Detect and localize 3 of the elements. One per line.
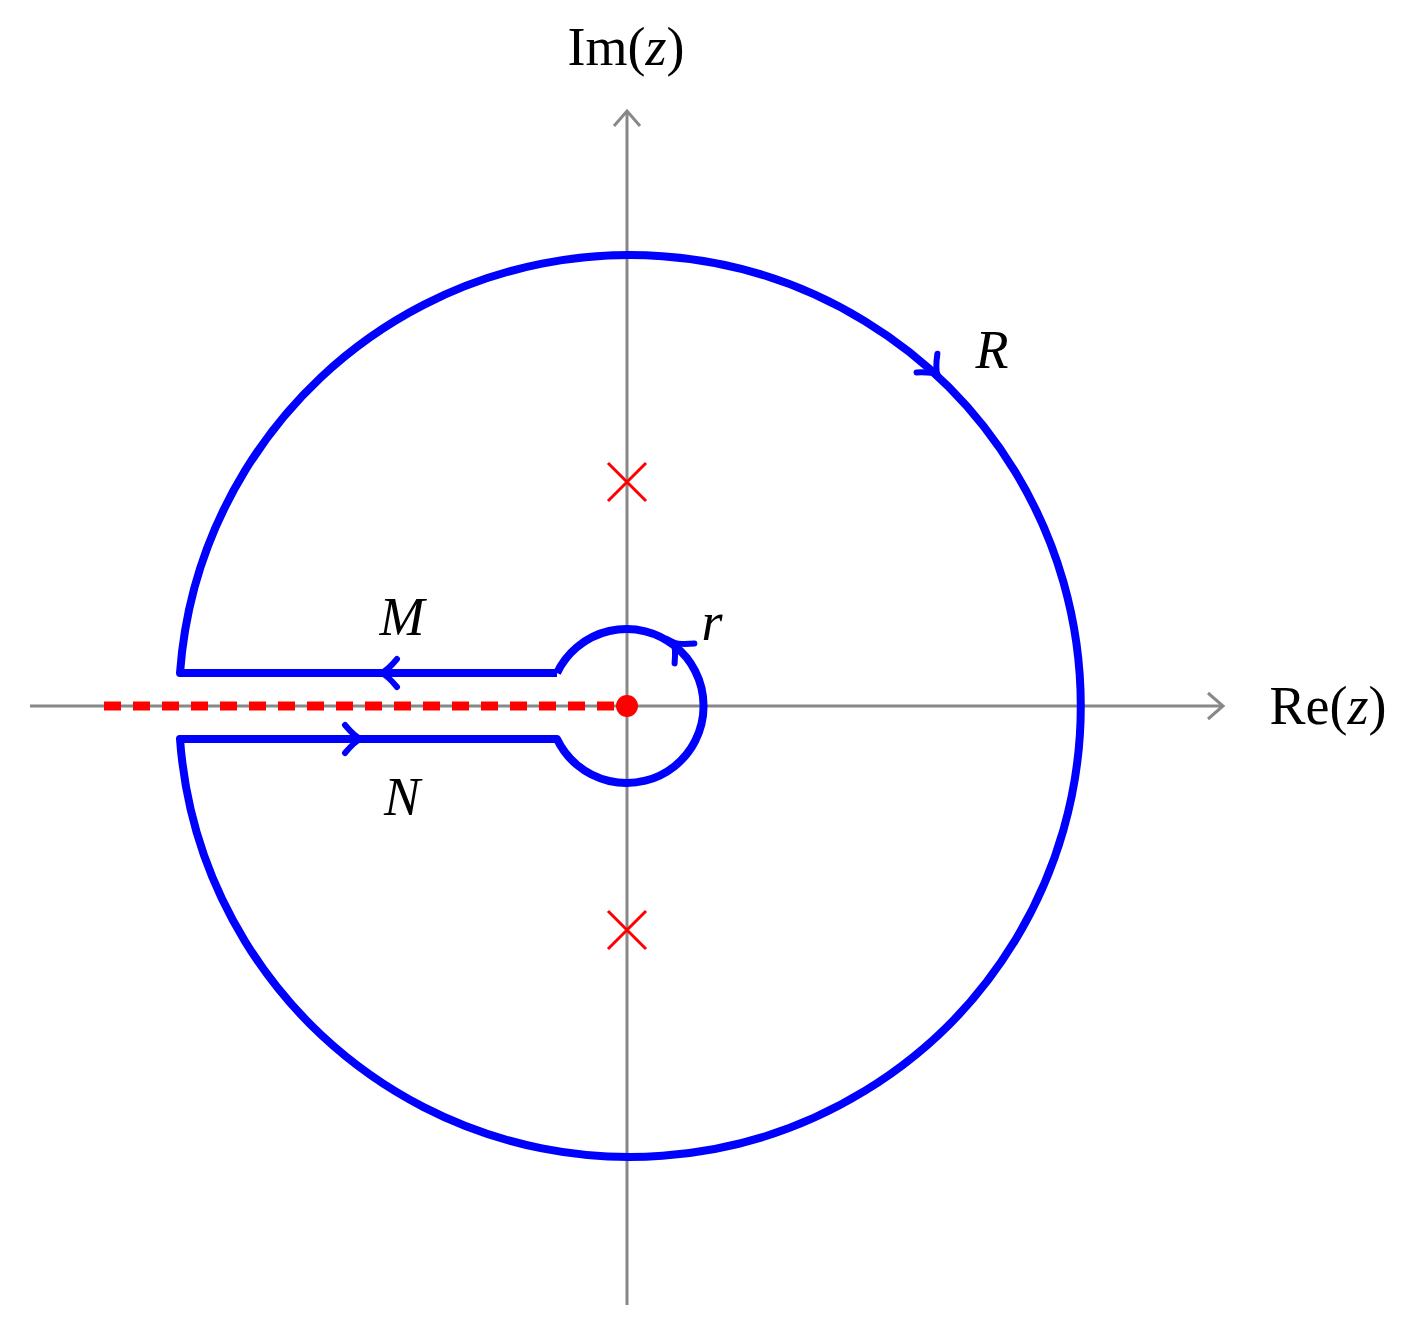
axis-label: M	[379, 590, 425, 644]
axis-label: R	[975, 323, 1009, 377]
axis-label: r	[701, 595, 723, 649]
